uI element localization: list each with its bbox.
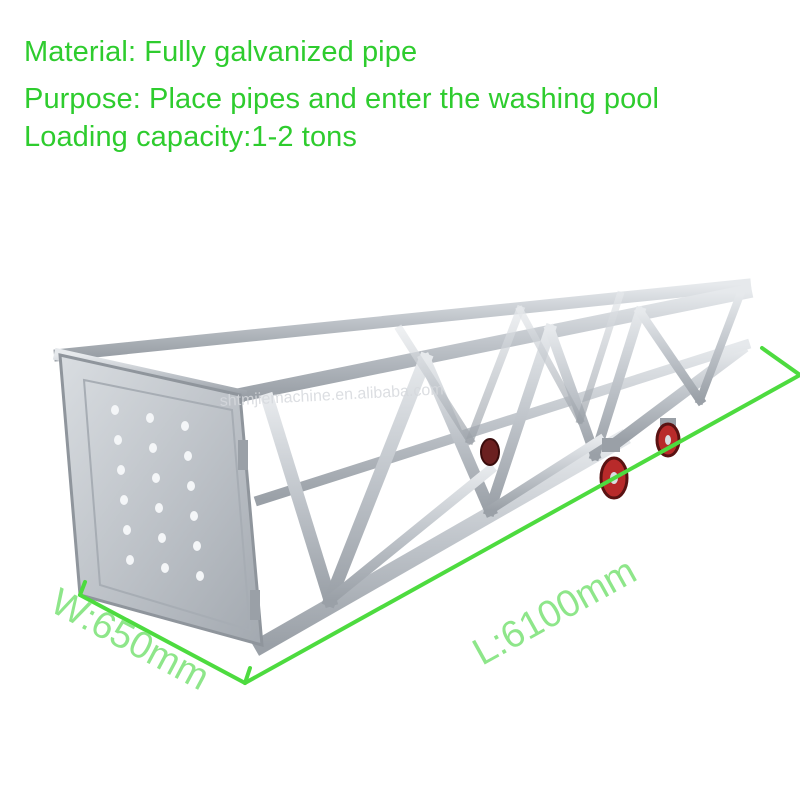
spec-purpose: Purpose: Place pipes and enter the washi… — [24, 83, 660, 115]
spec-loading-capacity: Loading capacity:1-2 tons — [24, 121, 357, 153]
dimension-lines — [78, 346, 800, 685]
length-dimension-line — [243, 373, 800, 685]
hinge — [238, 440, 248, 470]
width-dimension-line — [78, 593, 247, 685]
hinge — [250, 590, 260, 620]
caster-wheels — [480, 418, 681, 500]
length-dimension-label: L:6100mm — [466, 550, 643, 674]
plate-holes — [111, 405, 204, 581]
end-plate — [58, 353, 264, 648]
spec-material: Material: Fully galvanized pipe — [24, 36, 418, 68]
pipe-frame — [52, 278, 754, 656]
